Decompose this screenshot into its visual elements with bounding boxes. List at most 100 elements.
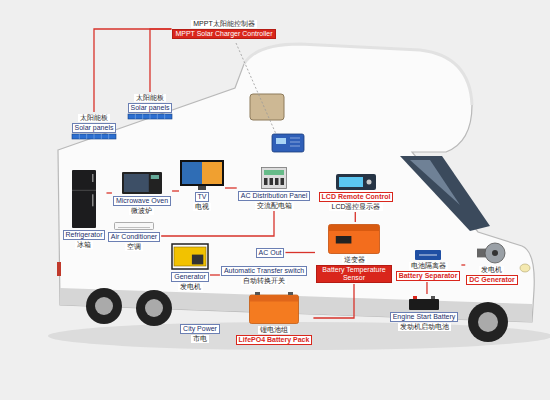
component-icon <box>114 222 154 230</box>
label-text: LCD Remote Control <box>319 192 394 202</box>
battery-terminal <box>431 296 435 299</box>
microwave-symbol <box>122 172 162 194</box>
component-label: Air Conditioner空调 <box>107 220 161 252</box>
component-icon <box>328 224 380 254</box>
solar-panel-symbol <box>72 134 116 139</box>
wheel-rim <box>145 299 163 317</box>
component-icon <box>72 134 116 139</box>
component-label: Microwave Oven微波炉 <box>112 170 172 216</box>
separator-mark <box>419 255 437 256</box>
label-text: 锂电池组 <box>258 326 290 334</box>
overcab-window <box>250 94 284 120</box>
air-conditioner-symbol <box>115 223 154 230</box>
component-icon <box>72 170 96 228</box>
door-handle <box>92 174 94 182</box>
label-text: AC Distribution Panel <box>238 191 311 201</box>
tail-light <box>57 262 61 276</box>
panel-cell-line <box>101 134 102 139</box>
component-label: LCD Remote ControlLCD遥控显示器 <box>318 172 395 212</box>
panel-cell-line <box>108 134 109 139</box>
component-icon <box>128 114 172 119</box>
wheel-rim <box>478 312 498 332</box>
label-text: 交流配电箱 <box>255 202 294 210</box>
label-text: 市电 <box>191 335 209 343</box>
label-text: MPPT太阳能控制器 <box>191 20 256 28</box>
alternator-pulley <box>492 250 498 256</box>
power-wire <box>106 192 111 193</box>
battery-pack-symbol <box>250 295 299 324</box>
component-icon <box>415 250 441 260</box>
power-wire <box>150 29 171 92</box>
power-wire <box>461 264 465 265</box>
label-text: Solar panels <box>128 103 173 113</box>
panel-cell-line <box>157 114 158 119</box>
label-text: 发电机 <box>479 266 504 274</box>
engine-battery-symbol <box>409 299 439 310</box>
component-icon <box>249 292 299 324</box>
tv-screen <box>182 162 222 184</box>
breaker-switch <box>270 178 274 185</box>
label-text: TV <box>195 192 210 202</box>
label-text: Generator <box>171 272 209 282</box>
label-text: Engine Start Battery <box>390 312 459 322</box>
wheel-rim <box>95 297 113 315</box>
label-text: Battery Temperature Sensor <box>316 265 392 283</box>
label-text: 自动转换开关 <box>241 277 287 285</box>
label-text: 空调 <box>125 243 143 251</box>
component-icon <box>336 174 376 190</box>
front-wheel <box>468 302 508 342</box>
tv-stand <box>198 186 206 190</box>
component-label: Generator发电机 <box>170 240 210 292</box>
power-wire <box>225 187 237 188</box>
breaker-switch <box>264 178 268 185</box>
door-handle <box>92 194 94 206</box>
component-label: Refrigerator冰箱 <box>62 168 107 250</box>
component-icon <box>477 242 507 264</box>
label-text: LCD遥控显示器 <box>329 203 382 211</box>
component-icon <box>409 296 439 310</box>
label-text: Microwave Oven <box>113 196 171 206</box>
component-label: AC Distribution Panel交流配电箱 <box>237 165 312 211</box>
panel-display <box>264 170 284 175</box>
component-label: 太阳能板Solar panels <box>71 112 118 141</box>
alternator-symbol <box>485 243 505 263</box>
battery-terminal <box>288 292 293 295</box>
component-label: TV电视 <box>179 158 225 212</box>
mppt-display <box>276 138 286 144</box>
breaker-switch <box>281 178 285 185</box>
label-text: 电视 <box>193 203 211 211</box>
panel-cell-line <box>164 114 165 119</box>
component-label: Automatic Transfer switch自动转换开关 <box>220 264 308 286</box>
solar-panel-symbol <box>128 114 172 119</box>
label-text: 逆变器 <box>342 256 367 264</box>
leader-line <box>236 43 276 134</box>
lcd-screen <box>339 177 363 187</box>
battery-terminal <box>413 296 417 299</box>
component-label: 发电机DC Generator <box>465 240 519 286</box>
component-icon <box>261 167 287 189</box>
lcd-remote-symbol <box>336 174 376 190</box>
headlight <box>520 264 530 272</box>
motorhome-body <box>58 44 534 322</box>
component-icon <box>122 172 162 194</box>
mppt-fin <box>290 142 300 143</box>
battery-terminal <box>255 292 260 295</box>
battery-separator-symbol <box>415 250 441 260</box>
distribution-panel-symbol <box>262 168 287 189</box>
label-text: LifePO4 Battery Pack <box>236 335 313 345</box>
label-text: 冰箱 <box>75 241 93 249</box>
power-wire <box>426 282 427 294</box>
label-text: City Power <box>180 324 220 334</box>
inverter-top <box>329 225 379 231</box>
panel-cell-line <box>142 114 143 119</box>
generator-frame <box>172 244 208 269</box>
power-wire <box>313 284 354 318</box>
microwave-window <box>124 174 149 192</box>
tv-picture <box>202 162 222 184</box>
mppt-controller-symbol <box>272 134 304 152</box>
generator-engine <box>192 255 203 265</box>
mppt-fin <box>290 146 300 147</box>
component-icon <box>180 160 224 190</box>
ac-grille <box>118 227 150 228</box>
